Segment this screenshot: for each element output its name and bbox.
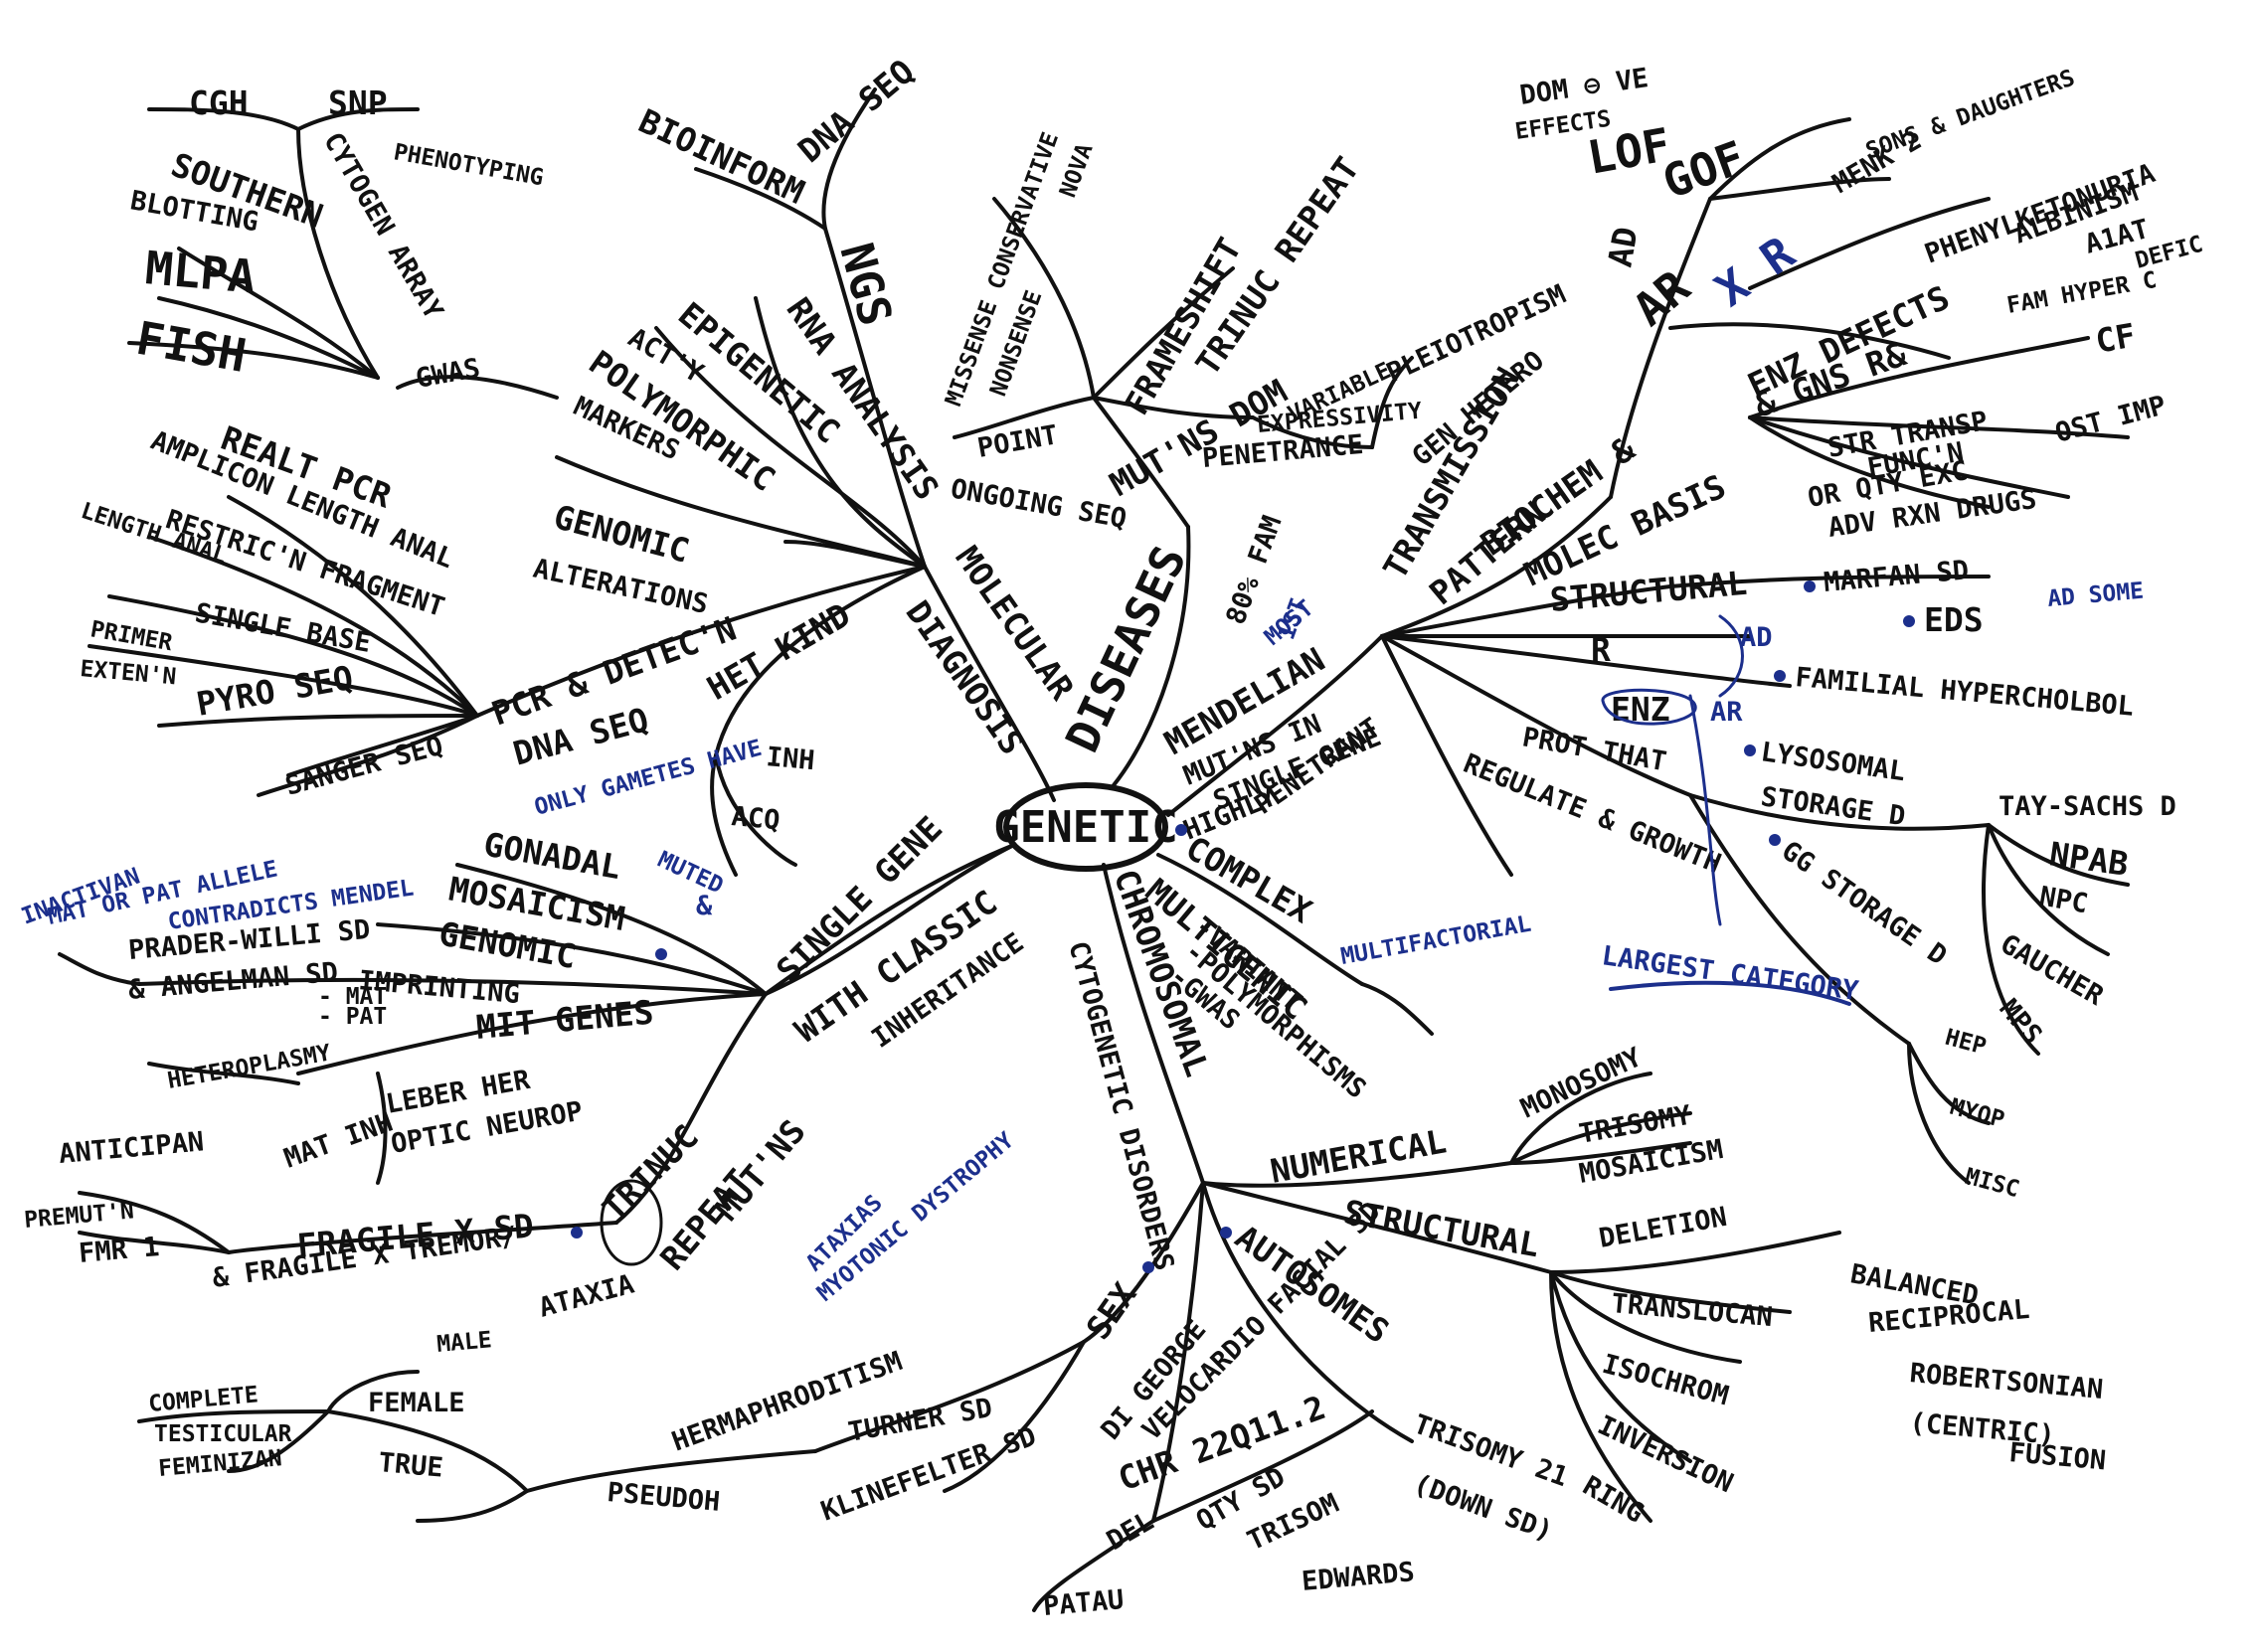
fam-hyper-label: FAM HYPER C — [2005, 267, 2160, 319]
sanger-label: SANGER SEQ — [282, 731, 446, 802]
xr-label: X R — [1705, 226, 1804, 317]
ring-label: RING — [1578, 1470, 1650, 1529]
patau-label: PATAU — [1042, 1584, 1126, 1622]
lysosomal-label: LYSOSOMAL — [1759, 737, 1907, 787]
r-label: R — [1591, 630, 1611, 669]
female-label: FEMALE — [368, 1388, 465, 1418]
ongoing-label: ONGOING SEQ — [949, 473, 1129, 535]
premutn-label: PREMUT'N — [23, 1198, 135, 1234]
multifactorial-label: MULTIFACTORIAL — [1339, 911, 1533, 970]
pyro-label: PYRO SEQ — [194, 658, 356, 724]
myop-label: MYOP — [1947, 1094, 2006, 1133]
edwards-label: EDWARDS — [1301, 1557, 1416, 1597]
ad-label: AD — [1600, 224, 1645, 269]
nova-label: NOVA — [1055, 140, 1098, 201]
snp-label: SNP — [328, 83, 388, 122]
tay-sachs-label: TAY-SACHS D — [1998, 791, 2176, 822]
translocation-label: TRANSLOCAN — [1610, 1288, 1774, 1333]
connectors — [58, 87, 2130, 1612]
eds-label: EDS — [1924, 600, 1984, 639]
genomic-label: GENOMIC — [550, 497, 693, 571]
first-label: 1ST — [1274, 595, 1312, 643]
misc-label: MISC — [1962, 1164, 2021, 1203]
mps-label: MPS — [1994, 994, 2048, 1051]
sex-label: SEX — [1079, 1275, 1144, 1346]
ad2-label: AD — [1740, 622, 1773, 653]
phenotyping-label: PHENOTYPING — [392, 139, 546, 191]
feminization-label: FEMINIZAN — [157, 1445, 282, 1482]
single-base-label: SINGLE BASE — [193, 597, 373, 659]
ngs-label: NGS — [829, 238, 903, 331]
male-label: MALE — [435, 1327, 492, 1358]
acq-label: ACQ — [730, 801, 781, 836]
anticipan-label: ANTICIPAN — [58, 1126, 205, 1170]
center-node: GENETIC — [993, 802, 1177, 853]
robertsonian-label: ROBERTSONIAN — [1908, 1358, 2104, 1405]
familial-label: FAMILIAL HYPERCHOLBOL — [1794, 662, 2135, 723]
hep-label: HEP — [1942, 1025, 1989, 1061]
cgh-label: CGH — [189, 83, 249, 122]
dna-seq-ngs-label: DNA SEQ — [790, 52, 922, 170]
center-node-border — [1003, 782, 1168, 872]
prot-that-label: PROT THAT — [1520, 722, 1668, 777]
fish-label: FISH — [132, 311, 250, 383]
ataxia-label: ATAXIA — [536, 1269, 637, 1324]
cf-label: CF — [2093, 316, 2139, 361]
regulate-label: REGULATE & GROWTH — [1459, 748, 1725, 880]
npc-label: NPC — [2037, 881, 2090, 919]
ad-some-label: AD SOME — [2046, 578, 2145, 612]
marfan-label: MARFAN SD — [1823, 555, 1970, 598]
mat-inh-label: MAT INH — [280, 1107, 398, 1175]
dom-neg-label: DOM ⊖ VE — [1518, 63, 1651, 111]
muted-label: MUTED — [653, 847, 727, 900]
gwas-label: GWAS — [414, 353, 482, 395]
pseudoh-label: PSEUDOH — [606, 1477, 721, 1518]
branch-single-gene: SINGLE GENE WITH CLASSIC INHERITANCE GON… — [18, 736, 1029, 1324]
eighty-label: 80% FAM — [1220, 512, 1288, 629]
fmr1-label: FMR 1 — [78, 1232, 161, 1269]
inh-label: INH — [765, 742, 815, 776]
ar2-label: AR — [1710, 697, 1743, 728]
mat-label: - MAT — [318, 984, 387, 1010]
fusion-label: FUSION — [2007, 1437, 2107, 1476]
true-label: TRUE — [377, 1447, 443, 1484]
sons-label: SONS & DAUGHTERS — [1862, 65, 2078, 164]
reciprocal-label: RECIPROCAL — [1867, 1294, 2031, 1339]
angelman-label: & ANGELMAN SD — [127, 957, 339, 1006]
exten-label: EXTEN'N — [79, 656, 177, 690]
turner-label: TURNER SD — [846, 1393, 994, 1448]
testicular-label: TESTICULAR — [154, 1421, 292, 1447]
mlpa-label: MLPA — [143, 241, 258, 303]
npab-label: NPAB — [2047, 834, 2131, 884]
deletion-label: DELETION — [1597, 1202, 1729, 1254]
heteroplasmy-label: HETEROPLASMY — [166, 1040, 333, 1093]
bioinform-label: BIOINFORM — [633, 101, 811, 212]
pat-label: - PAT — [318, 1004, 387, 1030]
amp-label: & — [696, 891, 713, 921]
ost-imp-label: OST IMP — [2052, 390, 2170, 448]
